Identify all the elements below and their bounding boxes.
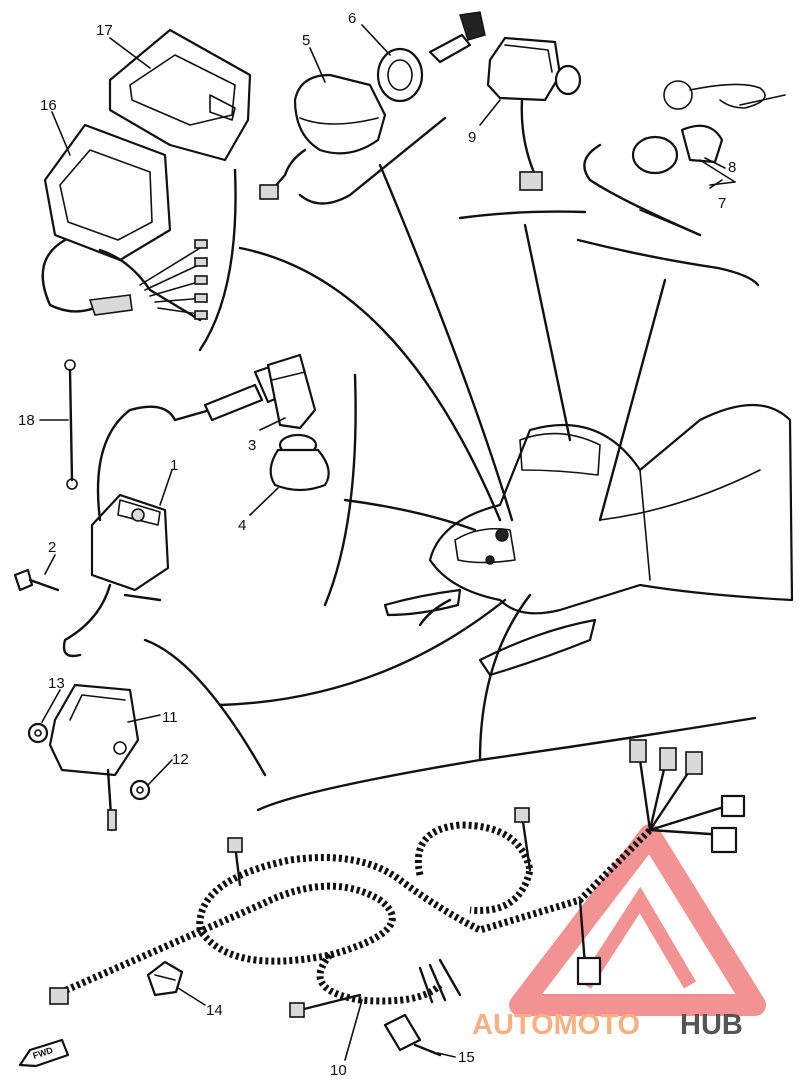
spark-plug-cap: [266, 353, 317, 430]
callout-9: 9: [468, 129, 476, 146]
callout-10: 10: [330, 1062, 347, 1079]
snowmobile-body: [383, 404, 794, 677]
callout-2: 2: [48, 539, 56, 556]
watermark-text: AUTOMOTO HUB: [472, 1009, 743, 1041]
callout-5: 5: [302, 32, 310, 49]
nut-12: [129, 779, 151, 801]
callout-4: 4: [238, 517, 246, 534]
starter-relay: [486, 36, 582, 191]
main-switch: [259, 73, 387, 200]
forward-direction-arrow: FWD: [18, 1038, 70, 1068]
callout-leaders: [39, 24, 726, 1061]
ecu-cover: [108, 28, 252, 162]
callout-7: 7: [718, 195, 726, 212]
voltage-regulator: [48, 683, 140, 832]
watermark-logo: [509, 824, 766, 1016]
watermark-text-a: AUTOMOTO: [472, 1009, 640, 1041]
watermark-text-b: HUB: [680, 1009, 743, 1041]
nut-13: [27, 722, 49, 744]
callout-6: 6: [348, 10, 356, 27]
bullet-connector: [383, 1013, 442, 1057]
wire-harness: [49, 739, 746, 1018]
wire-clamp: [146, 960, 184, 997]
callout-16: 16: [40, 97, 57, 114]
callout-numbers: 17 16 5 6 9 8 7 18 1 3 4 2 13 11 12 14 1…: [18, 10, 736, 1079]
callout-17: 17: [96, 22, 113, 39]
choke-cable-assembly: [583, 80, 786, 237]
ground-lead: [64, 359, 78, 490]
callout-13: 13: [48, 675, 65, 692]
rubber-boot: [269, 433, 330, 492]
callout-3: 3: [248, 437, 256, 454]
callout-11: 11: [162, 709, 178, 726]
callout-18: 18: [18, 412, 35, 429]
ring-nut-and-key: [376, 11, 486, 103]
group-brackets: [143, 116, 760, 812]
callout-14: 14: [206, 1002, 223, 1019]
callout-8: 8: [728, 159, 736, 176]
ignition-coil: [62, 358, 302, 658]
callout-12: 12: [172, 751, 189, 768]
leader-lines: [218, 163, 667, 762]
cdi-unit: [41, 123, 208, 322]
callout-15: 15: [458, 1049, 475, 1066]
mounting-bolt: [13, 568, 60, 592]
callout-1: 1: [170, 457, 178, 474]
